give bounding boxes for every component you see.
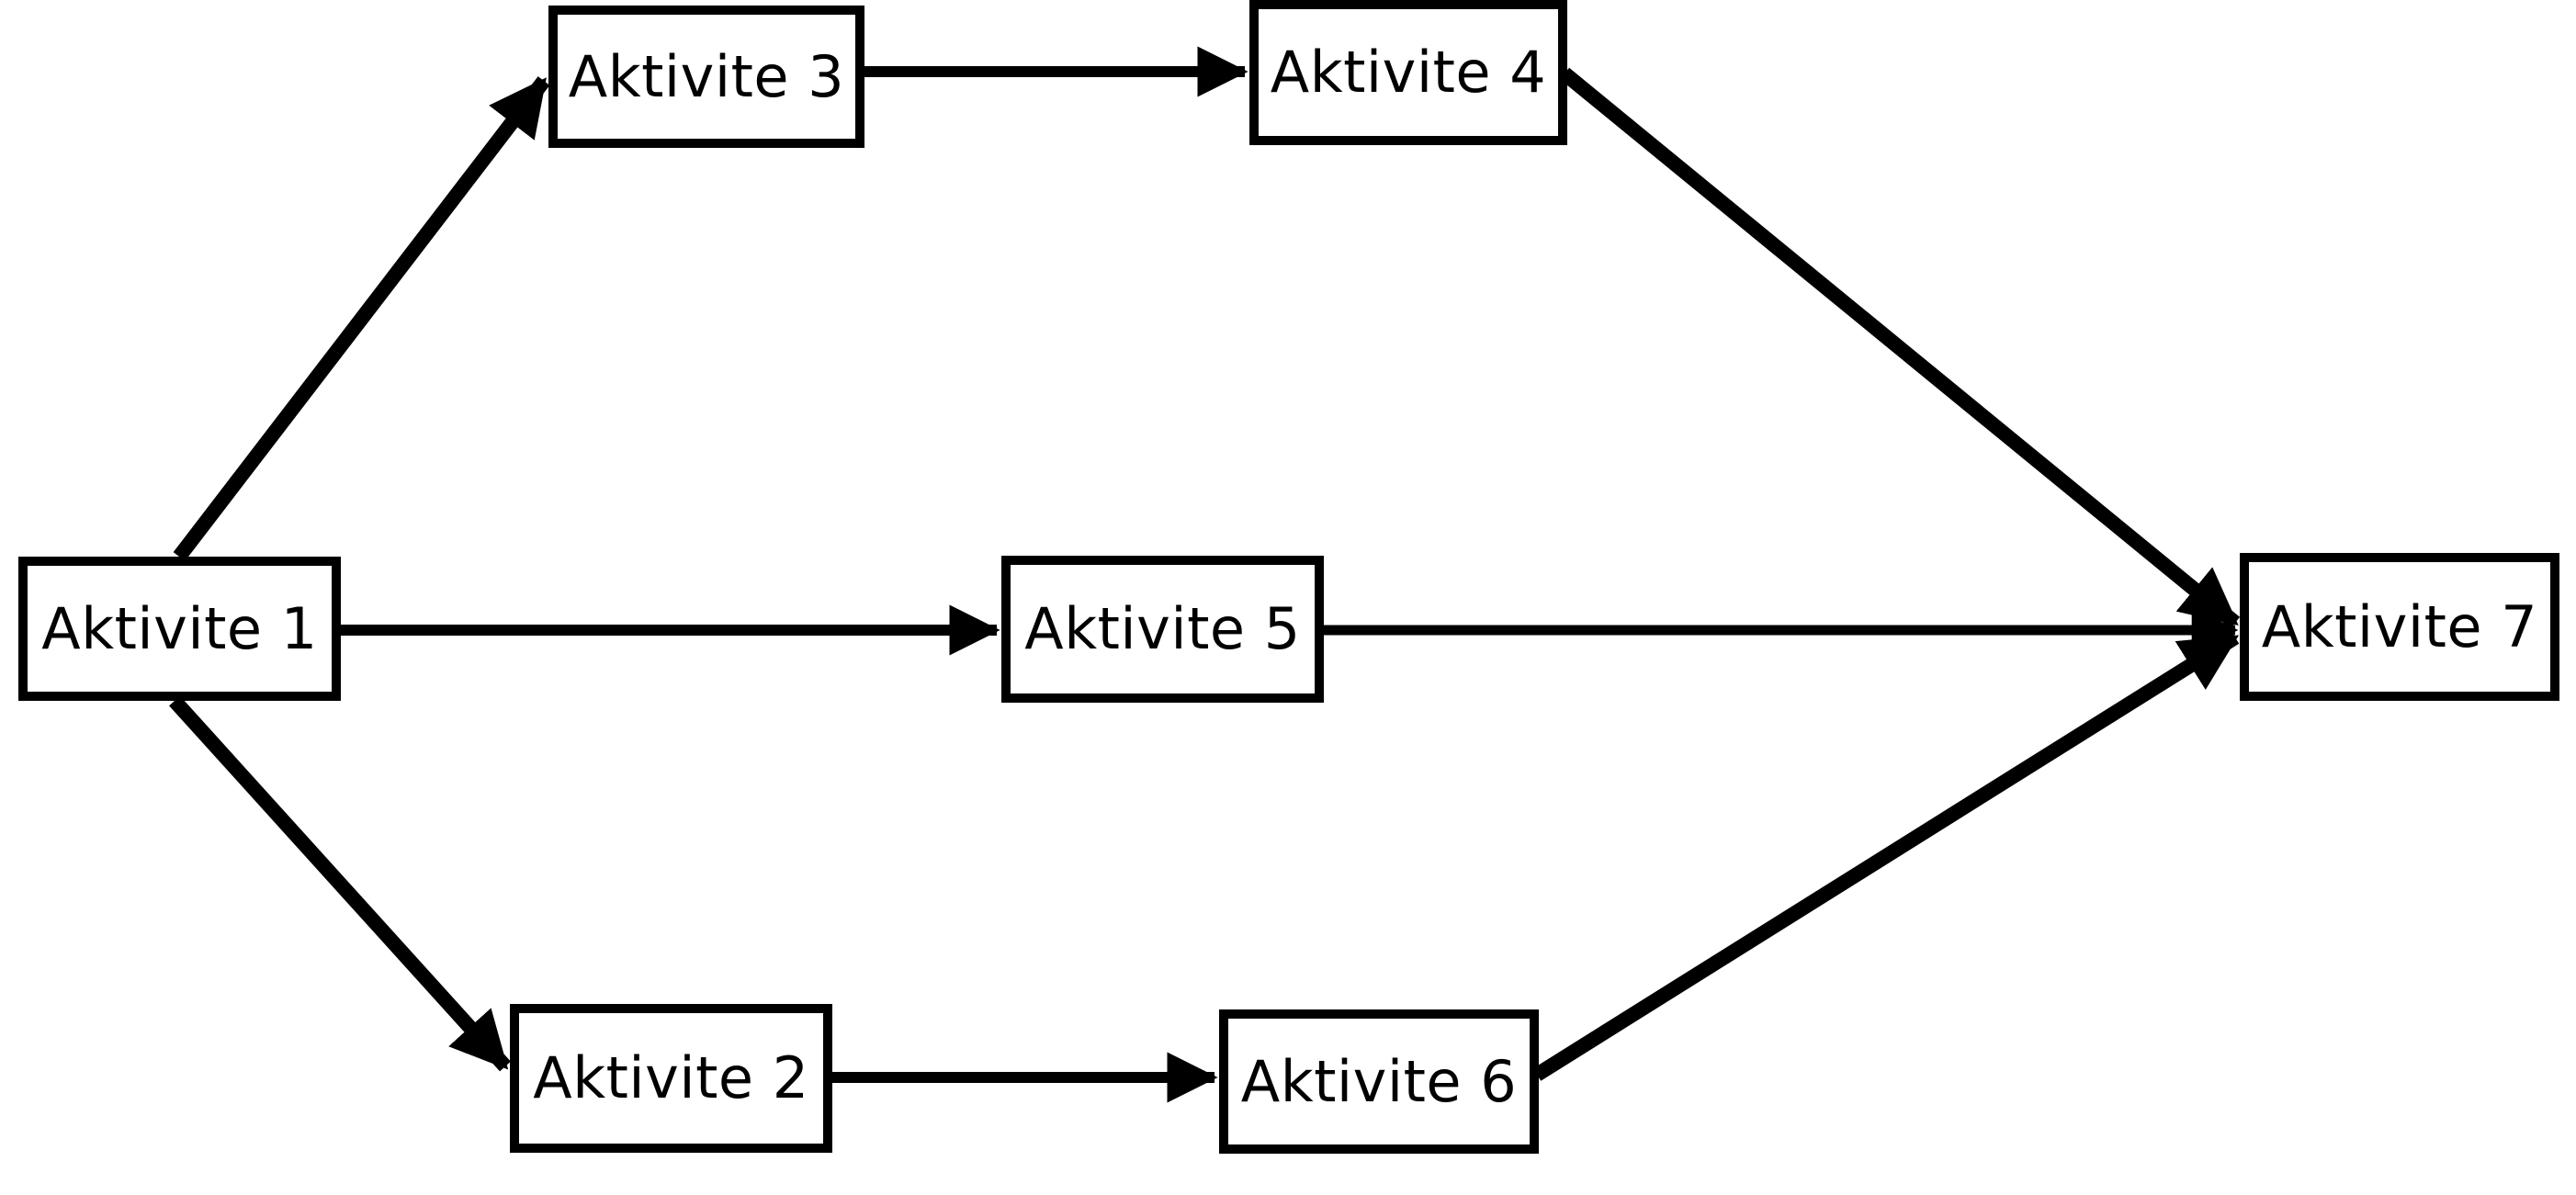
- node-aktivite-4[interactable]: Aktivite 4: [1249, 0, 1567, 145]
- edges-group: [169, 46, 2241, 1103]
- node-label-aktivite-3: Aktivite 3: [568, 42, 845, 110]
- node-aktivite-3[interactable]: Aktivite 3: [548, 6, 864, 148]
- edge-aktivite-1-to-aktivite-3[interactable]: [173, 76, 550, 561]
- edge-aktivite-1-to-aktivite-2[interactable]: [169, 695, 511, 1072]
- node-label-aktivite-2: Aktivite 2: [533, 1044, 809, 1111]
- node-aktivite-6[interactable]: Aktivite 6: [1219, 1009, 1539, 1154]
- node-label-aktivite-1: Aktivite 1: [41, 594, 318, 662]
- node-label-aktivite-6: Aktivite 6: [1240, 1047, 1518, 1115]
- node-aktivite-7[interactable]: Aktivite 7: [2240, 553, 2559, 701]
- node-label-aktivite-7: Aktivite 7: [2261, 592, 2538, 660]
- edge-aktivite-6-to-aktivite-7[interactable]: [1532, 631, 2240, 1081]
- node-label-aktivite-4: Aktivite 4: [1270, 39, 1547, 106]
- node-aktivite-5[interactable]: Aktivite 5: [1001, 556, 1324, 703]
- node-aktivite-1[interactable]: Aktivite 1: [18, 557, 341, 701]
- node-label-aktivite-5: Aktivite 5: [1024, 595, 1301, 662]
- edge-aktivite-4-to-aktivite-7[interactable]: [1559, 67, 2241, 629]
- node-aktivite-2[interactable]: Aktivite 2: [510, 1004, 832, 1153]
